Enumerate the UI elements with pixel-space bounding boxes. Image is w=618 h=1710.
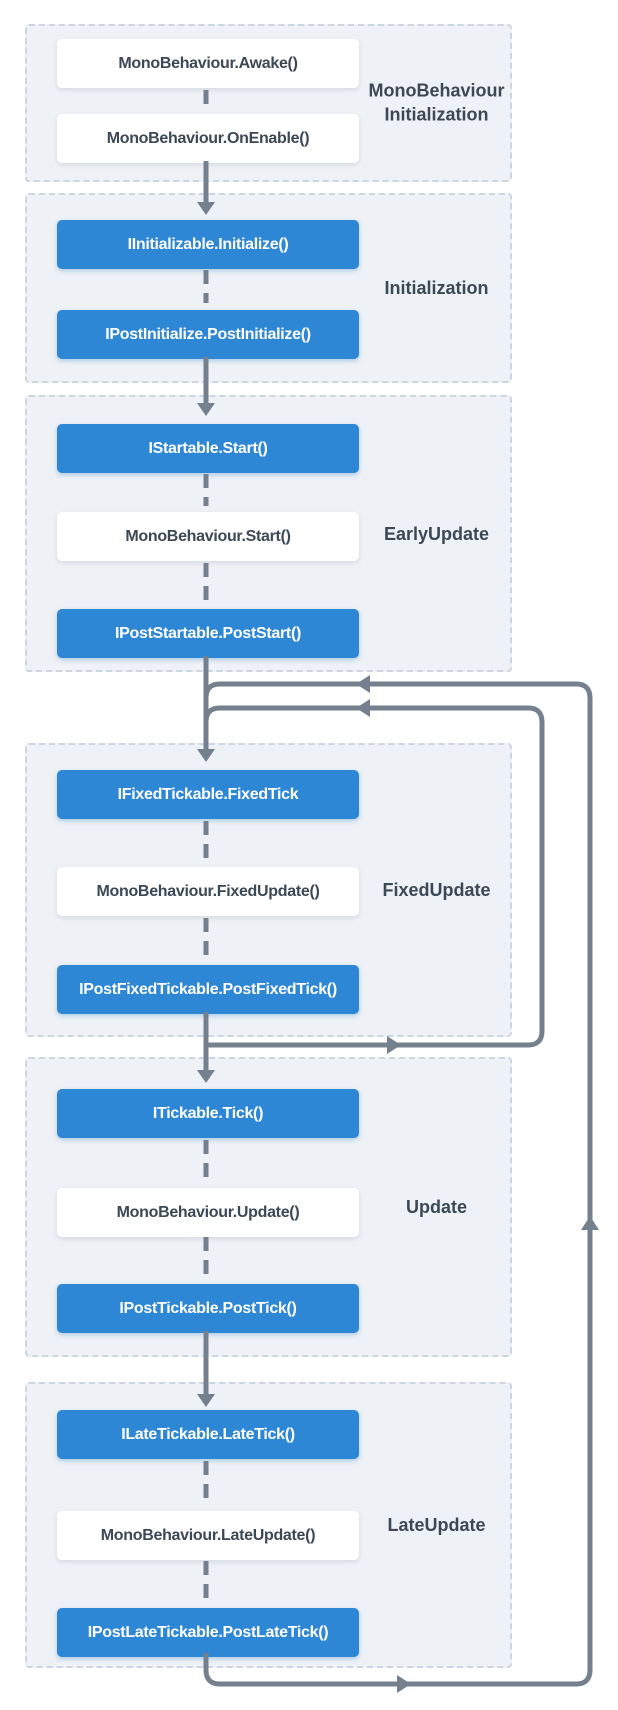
node-ilatetickable-latetick: ILateTickable.LateTick() <box>57 1410 359 1459</box>
section-update: ITickable.Tick() MonoBehaviour.Update() … <box>25 1057 512 1357</box>
section-label-fixedupdate: FixedUpdate <box>382 879 491 900</box>
section-label-lateupdate: LateUpdate <box>387 1514 486 1535</box>
section-label-earlyupdate: EarlyUpdate <box>383 523 490 544</box>
node-ifixedtickable-fixedtick: IFixedTickable.FixedTick <box>57 770 359 819</box>
node-monobehaviour-onenable: MonoBehaviour.OnEnable() <box>57 114 359 163</box>
section-label-update: Update <box>405 1196 467 1217</box>
section-earlyupdate: IStartable.Start() MonoBehaviour.Start()… <box>25 395 512 672</box>
section-initialization: IInitializable.Initialize() IPostInitial… <box>25 193 512 383</box>
section-label-initialization: Initialization <box>384 277 489 298</box>
node-ipoststartable-poststart: IPostStartable.PostStart() <box>57 609 359 658</box>
node-ipostfixedtickable-postfixedtick: IPostFixedTickable.PostFixedTick() <box>57 965 359 1014</box>
node-itickable-tick: ITickable.Tick() <box>57 1089 359 1138</box>
node-ipostinitialize-postinitialize: IPostInitialize.PostInitialize() <box>57 310 359 359</box>
node-monobehaviour-lateupdate: MonoBehaviour.LateUpdate() <box>57 1511 359 1560</box>
section-fixedupdate: IFixedTickable.FixedTick MonoBehaviour.F… <box>25 743 512 1037</box>
node-monobehaviour-start: MonoBehaviour.Start() <box>57 512 359 561</box>
node-istartable-start: IStartable.Start() <box>57 424 359 473</box>
section-label-monobehaviour-initialization: MonoBehaviour Initialization <box>368 80 505 125</box>
node-monobehaviour-awake: MonoBehaviour.Awake() <box>57 39 359 88</box>
node-iinitializable-initialize: IInitializable.Initialize() <box>57 220 359 269</box>
node-monobehaviour-update: MonoBehaviour.Update() <box>57 1188 359 1237</box>
node-ipostlatetickable-postlatetick: IPostLateTickable.PostLateTick() <box>57 1608 359 1657</box>
node-iposttickable-posttick: IPostTickable.PostTick() <box>57 1284 359 1333</box>
section-monobehaviour-initialization: MonoBehaviour.Awake() MonoBehaviour.OnEn… <box>25 24 512 182</box>
section-lateupdate: ILateTickable.LateTick() MonoBehaviour.L… <box>25 1382 512 1668</box>
node-monobehaviour-fixedupdate: MonoBehaviour.FixedUpdate() <box>57 867 359 916</box>
